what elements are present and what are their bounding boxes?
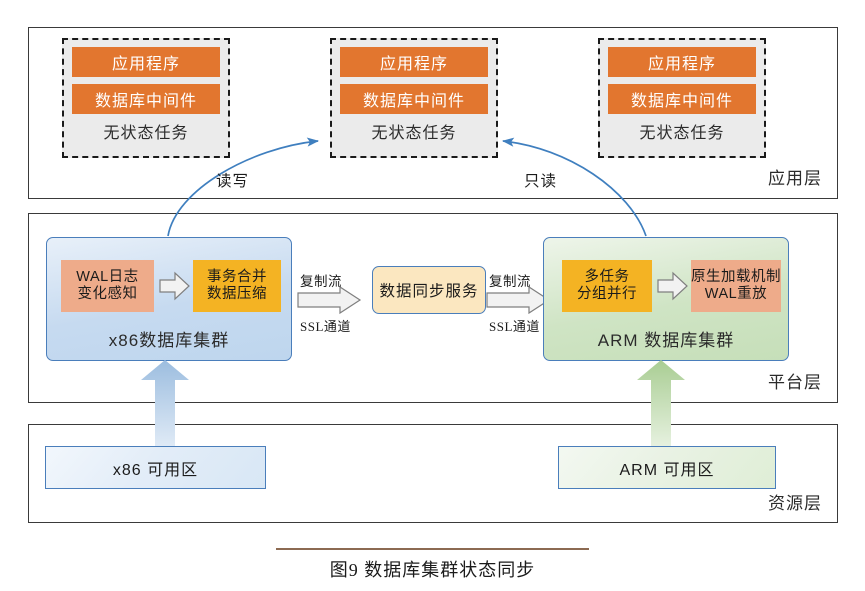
right-replication-arrow-icon [486,285,551,315]
chip-line: 原生加载机制 [691,268,781,285]
x86-availability-zone[interactable]: x86 可用区 [45,446,266,489]
chip-line: WAL重放 [704,286,768,302]
x86-zone-to-cluster-arrow-icon [141,360,189,446]
left-replication-arrow-icon [297,285,362,315]
task-card[interactable]: 应用程序 数据库中间件 无状态任务 [62,38,230,158]
database-middleware-bar: 数据库中间件 [340,84,488,114]
figure-caption: 图9 数据库集群状态同步 [329,560,536,580]
arm-database-cluster[interactable]: 多任务 分组并行 原生加载机制 WAL重放 ARM 数据库集群 [543,237,789,361]
task-card[interactable]: 应用程序 数据库中间件 无状态任务 [330,38,498,158]
x86-cluster-title: x86数据库集群 [108,331,230,350]
left-replication-stream-label: 复制流 [300,274,342,289]
x86-inner-arrow-icon [159,271,190,301]
application-program-bar: 应用程序 [72,47,220,77]
arm-inner-arrow-icon [657,271,688,301]
txn-merge-compress-chip: 事务合并 数据压缩 [193,260,281,312]
stateless-task-caption: 无状态任务 [371,125,457,142]
chip-line: 分组并行 [577,286,637,302]
stateless-task-caption: 无状态任务 [639,125,725,142]
arm-zone-label: ARM 可用区 [619,461,715,479]
read-write-connector [167,137,320,237]
arm-cluster-title: ARM 数据库集群 [597,331,735,350]
x86-zone-label: x86 可用区 [112,461,199,479]
read-write-label: 读写 [216,173,250,190]
resource-layer-label: 资源层 [768,494,822,513]
database-middleware-bar: 数据库中间件 [608,84,756,114]
platform-layer-label: 平台层 [768,373,822,392]
caption-rule [276,548,589,550]
wal-log-change-sense-chip: WAL日志 变化感知 [61,260,154,312]
arm-zone-to-cluster-arrow-icon [637,360,685,446]
native-load-wal-replay-chip: 原生加载机制 WAL重放 [691,260,781,312]
chip-line: 多任务 [584,268,630,285]
right-ssl-channel-label: SSL通道 [489,319,540,334]
chip-line: 变化感知 [77,286,138,302]
chip-line: 事务合并 [207,268,267,285]
application-program-bar: 应用程序 [340,47,488,77]
right-replication-stream-label: 复制流 [489,274,531,289]
chip-line: 数据压缩 [207,286,267,302]
multi-task-group-parallel-chip: 多任务 分组并行 [562,260,652,312]
arm-availability-zone[interactable]: ARM 可用区 [558,446,776,489]
chip-line: WAL日志 [76,268,139,285]
data-sync-service-box[interactable]: 数据同步服务 [372,266,486,314]
database-middleware-bar: 数据库中间件 [72,84,220,114]
task-card[interactable]: 应用程序 数据库中间件 无状态任务 [598,38,766,158]
stateless-task-caption: 无状态任务 [103,125,189,142]
read-only-label: 只读 [524,173,558,190]
application-layer-label: 应用层 [768,169,822,188]
left-ssl-channel-label: SSL通道 [300,319,351,334]
application-program-bar: 应用程序 [608,47,756,77]
read-only-connector [501,137,647,237]
data-sync-service-title: 数据同步服务 [379,283,479,300]
x86-database-cluster[interactable]: WAL日志 变化感知 事务合并 数据压缩 x86数据库集群 [46,237,292,361]
